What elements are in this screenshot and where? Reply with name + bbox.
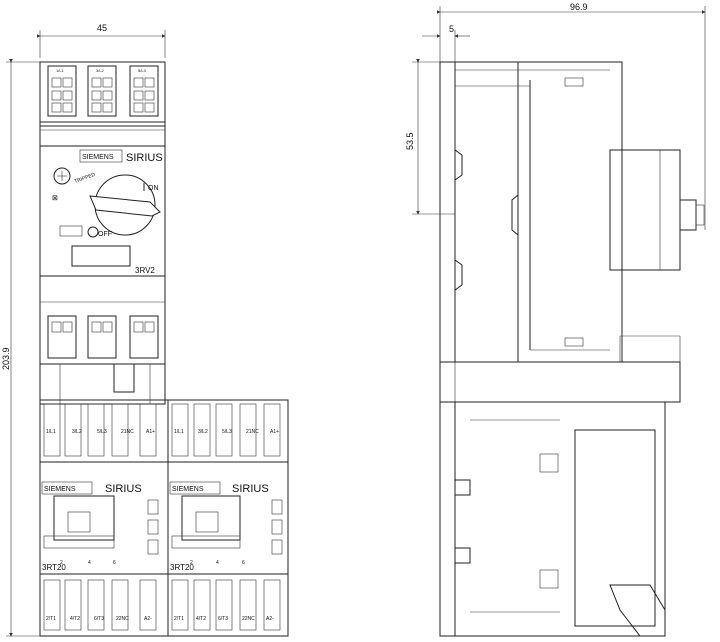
dimension-offset-side: 5 bbox=[422, 24, 470, 62]
contactor-left-terminal-3: 5/L3 bbox=[97, 429, 107, 435]
breaker-model: 3RV2 bbox=[135, 266, 155, 275]
contactor-left-bottom-1: 2/T1 bbox=[46, 616, 56, 622]
dimension-label-45: 45 bbox=[97, 23, 107, 33]
dimension-label-53-5: 53.5 bbox=[405, 132, 415, 150]
contactor-right-bottom-2: 4/T2 bbox=[196, 616, 206, 622]
contactor-right-bottom-5: A2- bbox=[266, 616, 274, 622]
contactor-left-series: SIRIUS bbox=[105, 483, 142, 495]
breaker-terminal-label-2: 3/L2 bbox=[96, 68, 105, 73]
side-view bbox=[439, 61, 705, 637]
dimension-label-5: 5 bbox=[449, 24, 454, 34]
contactor-left-terminal-2: 3/L2 bbox=[72, 429, 82, 435]
front-view-breaker: 1/L1 3/L2 5/L3 SIEMENS SIRIUS TRIPPED ON… bbox=[39, 61, 166, 365]
dimension-label-96-9: 96.9 bbox=[570, 2, 588, 12]
contactor-right-bottom-1: 2/T1 bbox=[174, 616, 184, 622]
overload-icon: ⊠ bbox=[52, 195, 58, 202]
contactor-right: 1/L1 3/L2 5/L3 21NC A1+ SIEMENS SIRIUS 2… bbox=[167, 399, 289, 637]
contactor-left-bottom-3: 6/T3 bbox=[94, 616, 104, 622]
dimension-label-203-9: 203.9 bbox=[1, 347, 11, 370]
link-module bbox=[39, 363, 166, 405]
breaker-brand: SIEMENS bbox=[82, 154, 114, 161]
breaker-terminal-label-1: 1/L1 bbox=[56, 68, 65, 73]
breaker-brand-box bbox=[79, 149, 123, 163]
label-window bbox=[71, 245, 131, 267]
contactor-right-terminal-4: 21NC bbox=[246, 429, 259, 435]
contactor-left-mid-2: 4 bbox=[88, 560, 91, 566]
contactor-left-terminal-1: 1/L1 bbox=[46, 429, 56, 435]
contactor-left-bottom-5: A2- bbox=[144, 616, 152, 622]
contactor-left-brand: SIEMENS bbox=[44, 486, 76, 493]
contactor-left-bottom-2: 4/T2 bbox=[70, 616, 80, 622]
breaker-top-terminals: 1/L1 3/L2 5/L3 bbox=[47, 65, 159, 117]
test-button-icon bbox=[53, 167, 71, 185]
contactor-left-bottom-4: 22NC bbox=[116, 616, 129, 622]
contactor-right-mid-1: 2 bbox=[190, 560, 193, 566]
contactor-right-bottom-3: 6/T3 bbox=[218, 616, 228, 622]
off-label: OFF bbox=[98, 231, 112, 238]
breaker-terminal-label-3: 5/L3 bbox=[138, 68, 147, 73]
contactor-right-terminal-5: A1+ bbox=[270, 429, 279, 435]
trip-label: TRIPPED bbox=[74, 172, 97, 185]
contactor-right-mid-3: 6 bbox=[242, 560, 245, 566]
dimension-height-partial: 53.5 bbox=[405, 59, 455, 215]
contactor-right-brand: SIEMENS bbox=[172, 486, 204, 493]
dimension-width-front: 45 bbox=[37, 23, 166, 58]
on-label: ON bbox=[148, 185, 159, 192]
contactor-right-bottom-4: 22NC bbox=[242, 616, 255, 622]
contactor-left-mid-3: 6 bbox=[113, 560, 116, 566]
contactor-right-model: 3RT20 bbox=[170, 563, 194, 572]
dimension-height-total: 203.9 bbox=[1, 59, 40, 637]
contactor-right-terminal-1: 1/L1 bbox=[174, 429, 184, 435]
contactor-left-terminal-4: 21NC bbox=[121, 429, 134, 435]
contactor-right-terminal-2: 3/L2 bbox=[198, 429, 208, 435]
contactor-right-mid-2: 4 bbox=[216, 560, 219, 566]
dimension-width-side: 96.9 bbox=[437, 2, 706, 230]
contactor-left: 1/L1 3/L2 5/L3 21NC A1+ SIEMENS SIRIUS 2… bbox=[39, 399, 169, 637]
contactor-right-terminal-3: 5/L3 bbox=[222, 429, 232, 435]
contactor-left-mid-1: 2 bbox=[60, 560, 63, 566]
contactor-left-terminal-5: A1+ bbox=[146, 429, 155, 435]
contactor-right-series: SIRIUS bbox=[232, 483, 269, 495]
contactor-left-model: 3RT20 bbox=[42, 563, 66, 572]
breaker-series: SIRIUS bbox=[126, 152, 163, 164]
